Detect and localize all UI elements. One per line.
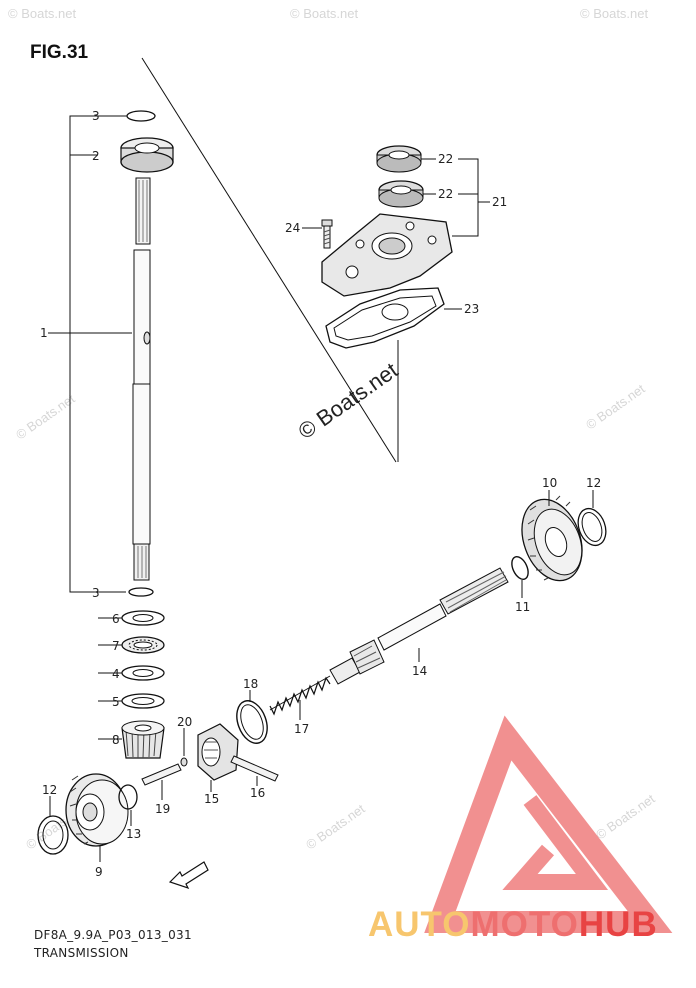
- callout-18: 18: [243, 677, 258, 691]
- callout-6: 6: [112, 612, 120, 626]
- pin-part-19: [141, 763, 182, 786]
- drive-shaft-part-1: [132, 177, 151, 581]
- oring-part-18: [236, 700, 268, 744]
- watermark-layer: © Boats.net © Boats.net © Boats.net © Bo…: [8, 6, 658, 852]
- propeller-shaft-part-14: [329, 567, 509, 685]
- figure-title: FIG.31: [30, 42, 89, 63]
- callout-23: 23: [464, 302, 479, 316]
- callout-1: 1: [40, 326, 48, 340]
- watermark-text: © Boats.net: [580, 6, 649, 21]
- shim-part-13: [118, 784, 138, 810]
- callout-22: 22: [438, 187, 453, 201]
- callout-12: 12: [42, 783, 57, 797]
- oil-seal-housing-part-21: [321, 213, 453, 297]
- thrust-bearing-part-7: [121, 636, 165, 654]
- watermark-text: © Boats.net: [8, 6, 77, 21]
- pin-part-20: [180, 757, 188, 767]
- oring-part-18-inner: [240, 704, 264, 740]
- reverse-gear-part-10: [521, 495, 583, 582]
- callout-14: 14: [412, 664, 427, 678]
- callout-24: 24: [285, 221, 300, 235]
- fwd-arrow-icon: [168, 861, 209, 890]
- shim-part-12-left: [37, 815, 69, 855]
- callout-3: 3: [92, 586, 100, 600]
- oil-seal-part-22-bottom: [378, 180, 424, 208]
- push-rod-part-16: [230, 755, 279, 782]
- watermark-text: © Boats.net: [583, 381, 648, 433]
- spring-axis: [269, 675, 331, 711]
- automotohub-logo-icon: [424, 715, 673, 933]
- circlip-part-3-top: [126, 110, 156, 122]
- callout-2: 2: [92, 149, 100, 163]
- callout-10: 10: [542, 476, 557, 490]
- main-watermark: © Boats.net: [294, 357, 403, 444]
- callout-3: 3: [92, 109, 100, 123]
- clutch-dog-part-15: [197, 723, 239, 781]
- callout-12: 12: [586, 476, 601, 490]
- callout-17: 17: [294, 722, 309, 736]
- circlip-part-3-bottom: [128, 587, 154, 597]
- pinion-gear-part-8: [121, 720, 165, 759]
- callout-19: 19: [155, 802, 170, 816]
- bracket-shaft-group: [69, 115, 98, 593]
- callout-9: 9: [95, 865, 103, 879]
- shim-part-12-left-inner: [42, 820, 64, 850]
- callout-20: 20: [177, 715, 192, 729]
- forward-gear-part-9: [65, 773, 129, 847]
- shim-part-5: [121, 693, 165, 709]
- callout-22: 22: [438, 152, 453, 166]
- callout-13: 13: [126, 827, 141, 841]
- oil-seal-part-22-top: [376, 145, 422, 173]
- logo-part-hub: HUB: [578, 905, 658, 944]
- callout-4: 4: [112, 667, 120, 681]
- callout-8: 8: [112, 733, 120, 747]
- watermark-text: © Boats.net: [303, 801, 368, 853]
- bracket-part-21: [452, 158, 479, 237]
- callout-11: 11: [515, 600, 530, 614]
- bearing-part-2: [120, 137, 174, 173]
- spring-part-17: [269, 676, 331, 716]
- thrust-washer-part-6: [121, 610, 165, 626]
- footer-code: DF8A_9.9A_P03_013_031: [34, 928, 192, 942]
- callout-5: 5: [112, 695, 120, 709]
- guide-line: [141, 57, 397, 463]
- thrust-washer-part-4: [121, 665, 165, 681]
- watermark-text: © Boats.net: [290, 6, 359, 21]
- callout-21: 21: [492, 195, 507, 209]
- bolt-part-24: [321, 219, 333, 249]
- watermark-text: © Boats.net: [13, 391, 78, 443]
- logo-part-moto: MOTO: [470, 905, 579, 944]
- shim-part-12-right: [577, 507, 607, 547]
- callout-15: 15: [204, 792, 219, 806]
- logo-part-auto: AUTO: [368, 905, 471, 944]
- shim-part-12-right-inner: [581, 512, 603, 542]
- gasket-part-23: [325, 287, 445, 349]
- watermark-text: © Boats.net: [593, 791, 658, 843]
- callout-7: 7: [112, 639, 120, 653]
- callout-16: 16: [250, 786, 265, 800]
- washer-part-11: [511, 556, 529, 580]
- automotohub-logo-text: AUTOMOTOHUB: [368, 905, 658, 945]
- footer-name: TRANSMISSION: [34, 946, 129, 960]
